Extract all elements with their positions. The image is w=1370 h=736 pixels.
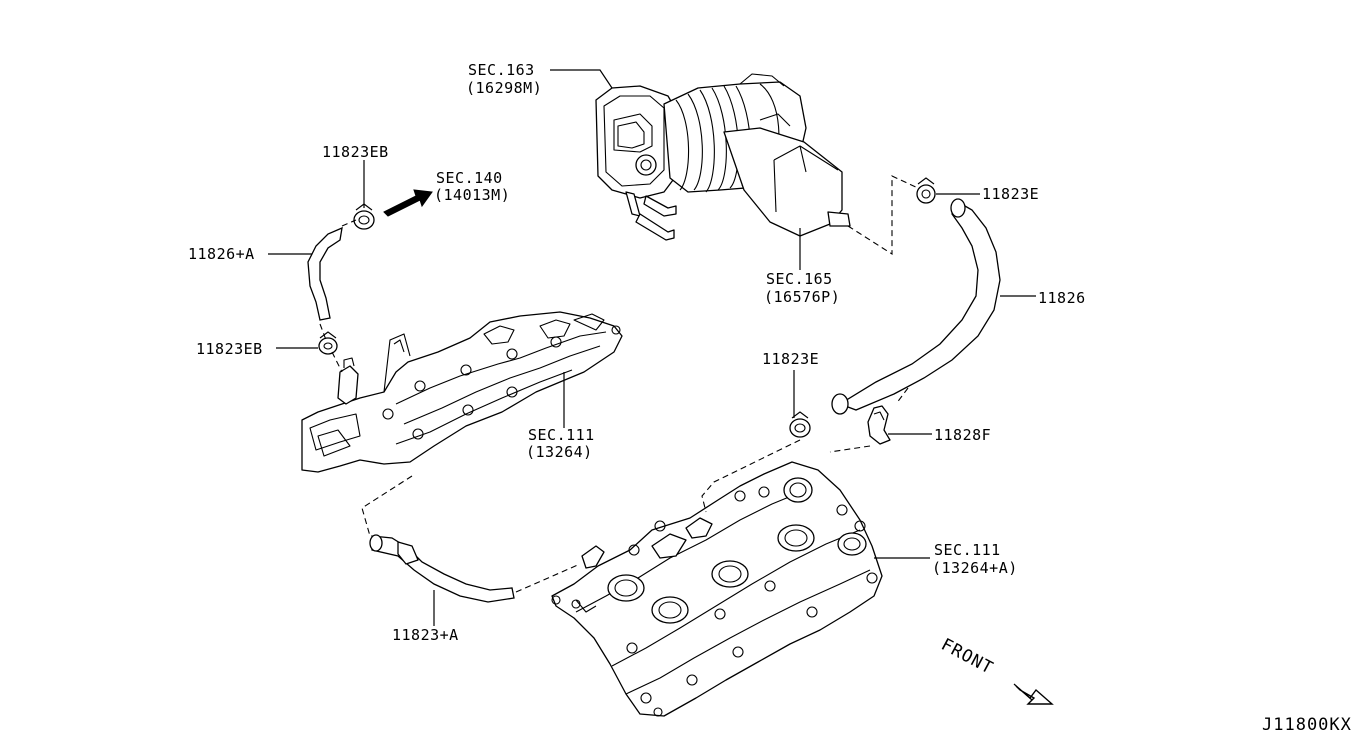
label-hose-11826: 11826 xyxy=(1038,289,1086,307)
leader-lines xyxy=(268,69,1036,626)
left-valve-cover xyxy=(301,311,623,473)
connection-lines xyxy=(319,175,919,593)
label-sec111-right-ref: (13264+A) xyxy=(932,559,1018,577)
diagram-id: J11800KX xyxy=(1262,715,1352,735)
label-clip-11823eb-top: 11823EB xyxy=(322,143,389,161)
front-label: FRONT xyxy=(938,635,997,679)
label-sec165: SEC.165 xyxy=(766,270,833,288)
label-connector-11828f: 11828F xyxy=(934,426,991,444)
label-clip-11823e-right: 11823E xyxy=(982,185,1039,203)
hose-11826-a xyxy=(307,226,343,321)
label-sec111-left: SEC.111 xyxy=(528,426,595,444)
arrow-to-sec140 xyxy=(383,189,433,217)
label-clip-11823e-mid: 11823E xyxy=(762,350,819,368)
label-sec163-ref: (16298M) xyxy=(466,79,542,97)
label-sec140: SEC.140 xyxy=(436,169,503,187)
clip-11823eb-left xyxy=(318,331,338,355)
label-hose-11826-a: 11826+A xyxy=(188,245,255,263)
part-labels: SEC.163 (16298M) 11823EB SEC.140 (14013M… xyxy=(188,61,1352,735)
throttle-body-assembly xyxy=(595,73,851,241)
hose-11826 xyxy=(831,198,1001,415)
clip-11823e-right xyxy=(916,177,936,204)
hose-11823-a xyxy=(369,534,515,603)
front-arrow-icon xyxy=(1013,683,1054,705)
right-valve-cover xyxy=(551,461,883,717)
label-hose-11823-a: 11823+A xyxy=(392,626,459,644)
label-sec111-right: SEC.111 xyxy=(934,541,1001,559)
pcv-connector-left xyxy=(337,357,359,405)
label-sec165-ref: (16576P) xyxy=(764,288,840,306)
label-clip-11823eb-left: 11823EB xyxy=(196,340,263,358)
label-sec140-ref: (14013M) xyxy=(434,186,510,204)
label-sec111-left-ref: (13264) xyxy=(526,443,593,461)
clip-11823e-mid xyxy=(789,411,811,438)
label-sec163: SEC.163 xyxy=(468,61,535,79)
connector-11828f xyxy=(867,405,891,445)
